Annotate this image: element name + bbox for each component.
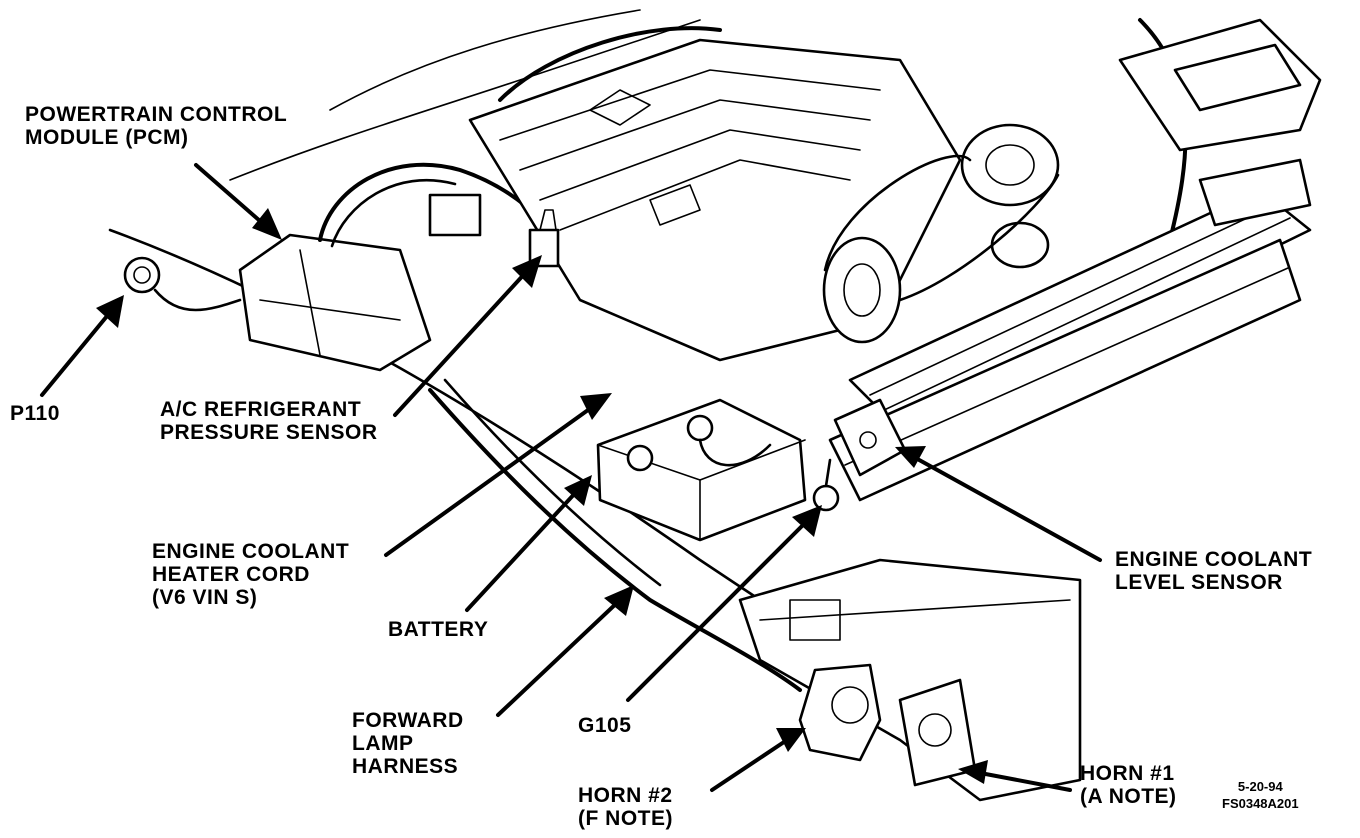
g105-ground — [812, 458, 840, 512]
horn-2-label-line2: (F NOTE) — [578, 807, 673, 830]
battery-label: BATTERY — [388, 618, 488, 641]
figure-code: 5-20-94 FS0348A201 — [1222, 778, 1299, 812]
heater-cord-label: ENGINE COOLANT HEATER CORD (V6 VIN S) — [152, 540, 349, 609]
coolant-level-label-line2: LEVEL SENSOR — [1115, 571, 1283, 594]
forward-lamp-label-line3: HARNESS — [352, 755, 459, 778]
horn-2-label: HORN #2 (F NOTE) — [578, 784, 673, 830]
harness-top — [498, 26, 722, 102]
forward-lamp-label-line2: LAMP — [352, 732, 414, 755]
pcm-label: POWERTRAIN CONTROL MODULE (PCM) — [25, 103, 287, 149]
pcm-label-line2: MODULE (PCM) — [25, 126, 189, 149]
forward-lamp-harness-label: FORWARD LAMP HARNESS — [352, 709, 464, 778]
harness-front-inner — [443, 378, 662, 587]
p110-connector — [123, 256, 242, 312]
pcm-label-line1: POWERTRAIN CONTROL — [25, 103, 288, 126]
coolant-level-sensor-label: ENGINE COOLANT LEVEL SENSOR — [1115, 548, 1312, 594]
p110-label-text: P110 — [10, 402, 60, 425]
radiator-support — [828, 188, 1312, 502]
heater-cord-label-line3: (V6 VIN S) — [152, 586, 258, 609]
figure-id: FS0348A201 — [1222, 796, 1299, 811]
ac-sensor-label-line1: A/C REFRIGERANT — [160, 398, 362, 421]
g105-label: G105 — [578, 714, 631, 737]
coolant-level-label-line1: ENGINE COOLANT — [1115, 548, 1313, 571]
ac-sensor-label: A/C REFRIGERANT PRESSURE SENSOR — [160, 398, 378, 444]
upper-body-line — [229, 19, 701, 181]
harness-left-inner — [330, 178, 457, 248]
horn-2-label-line1: HORN #2 — [578, 784, 673, 807]
pcm-module — [238, 233, 432, 372]
horn-1-label-line2: (A NOTE) — [1080, 785, 1177, 808]
forward-lamp-label-line1: FORWARD — [352, 709, 464, 732]
figure-date: 5-20-94 — [1237, 779, 1283, 794]
heater-cord-label-line1: ENGINE COOLANT — [152, 540, 350, 563]
leader-arrows — [40, 163, 1102, 792]
cowl-line — [329, 9, 641, 111]
ac-sensor-label-line2: PRESSURE SENSOR — [160, 421, 378, 444]
battery-box — [596, 398, 807, 542]
battery-label-text: BATTERY — [388, 618, 489, 641]
horn-1-label: HORN #1 (A NOTE) — [1080, 762, 1177, 808]
lower-front-structure — [738, 558, 1082, 802]
horn-1-label-line1: HORN #1 — [1080, 762, 1175, 785]
heater-cord-label-line2: HEATER CORD — [152, 563, 310, 586]
horn-2-part — [798, 663, 882, 762]
p110-label: P110 — [10, 402, 60, 425]
harness-front — [428, 388, 802, 692]
g105-label-text: G105 — [578, 714, 632, 737]
air-intake — [1118, 18, 1322, 227]
accessory-pulleys — [822, 123, 1060, 344]
